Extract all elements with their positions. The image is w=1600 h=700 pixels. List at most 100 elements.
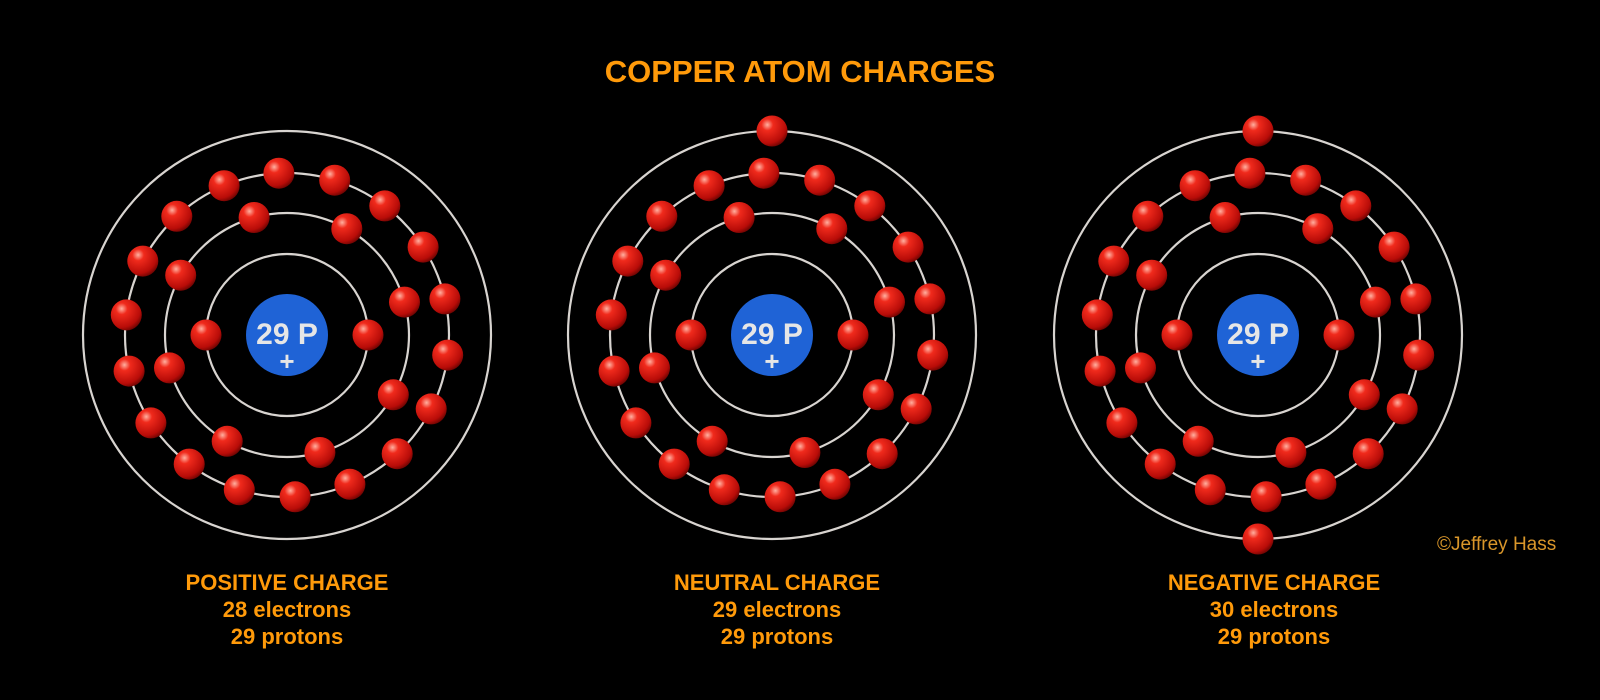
electron	[612, 245, 644, 277]
electron	[154, 352, 185, 384]
nucleus	[246, 294, 328, 376]
electron	[1352, 438, 1384, 470]
electron	[1194, 474, 1226, 506]
electron	[764, 481, 796, 513]
electron-shell-2	[163, 211, 411, 459]
electron	[1275, 437, 1307, 468]
electron	[432, 339, 464, 371]
electron	[892, 231, 924, 263]
electron	[1403, 339, 1435, 371]
electron	[381, 438, 413, 470]
charge-label: NEGATIVE CHARGE	[1167, 570, 1381, 595]
electron	[407, 231, 439, 263]
electron	[238, 202, 270, 233]
nucleus-charge-sign: +	[279, 346, 294, 376]
electron	[263, 157, 295, 189]
proton-count: 29 protons	[720, 624, 834, 649]
nucleus-label: 29 P	[256, 318, 318, 351]
proton-count: 29 protons	[1217, 624, 1331, 649]
electron	[1378, 231, 1410, 263]
electron	[1179, 170, 1211, 202]
electron	[1106, 407, 1138, 439]
nucleus-label: 29 P	[1227, 318, 1289, 351]
electron	[1242, 115, 1274, 147]
diagram-title: COPPER ATOM CHARGES	[604, 54, 996, 89]
electron	[1081, 299, 1113, 331]
atom-caption-negative: NEGATIVE CHARGE 30 electrons 29 protons	[1124, 569, 1424, 650]
electron	[900, 393, 932, 425]
electron	[1360, 286, 1391, 318]
electron	[1234, 157, 1266, 189]
electron	[1323, 319, 1355, 351]
electron	[756, 115, 788, 147]
electron	[161, 200, 193, 232]
proton-count: 29 protons	[230, 624, 344, 649]
electron	[429, 283, 461, 315]
nucleus-label: 29 P	[741, 318, 803, 351]
atom-caption-positive: POSITIVE CHARGE 28 electrons 29 protons	[137, 569, 437, 650]
electron-shell-4	[81, 129, 493, 541]
electron	[1250, 481, 1282, 513]
electron	[708, 474, 740, 506]
electron	[1348, 379, 1380, 411]
atom-positive: 29 P+	[81, 129, 493, 541]
electron	[598, 355, 630, 387]
electron	[819, 468, 851, 500]
electron	[658, 448, 690, 480]
electron-count: 28 electrons	[222, 597, 352, 622]
electron	[135, 407, 167, 439]
electron	[862, 379, 894, 411]
electron	[165, 259, 197, 291]
electron	[854, 190, 886, 222]
electron	[304, 437, 336, 468]
electron	[620, 407, 652, 439]
electron	[650, 259, 682, 291]
nucleus	[731, 294, 813, 376]
electron	[223, 474, 255, 506]
electron-shell-2	[1134, 211, 1382, 459]
electron	[352, 319, 384, 351]
electron	[389, 286, 420, 318]
electron	[1209, 202, 1241, 233]
electron	[127, 245, 159, 277]
electron	[113, 355, 145, 387]
electron	[1144, 448, 1176, 480]
electron	[1161, 319, 1193, 351]
electron-shell-2	[648, 211, 896, 459]
electron	[369, 190, 401, 222]
electron	[1125, 352, 1156, 384]
electron	[319, 164, 351, 196]
nucleus-charge-sign: +	[1250, 346, 1265, 376]
electron	[1400, 283, 1432, 315]
charge-label: POSITIVE CHARGE	[185, 570, 389, 595]
electron	[190, 319, 222, 351]
atom-negative: 29 P+	[1052, 115, 1464, 555]
copyright-notice: ©Jeffrey Hass	[1437, 534, 1557, 555]
electron	[874, 286, 905, 318]
electron	[415, 393, 447, 425]
nucleus	[1217, 294, 1299, 376]
electron	[377, 379, 409, 411]
nucleus-charge-sign: +	[764, 346, 779, 376]
electron	[696, 425, 728, 457]
electron	[1132, 200, 1164, 232]
electron	[1290, 164, 1322, 196]
electron	[1084, 355, 1116, 387]
electron-count: 30 electrons	[1209, 597, 1339, 622]
electron	[804, 164, 836, 196]
electron-count: 29 electrons	[712, 597, 842, 622]
electron	[1242, 523, 1274, 555]
charge-label: NEUTRAL CHARGE	[673, 570, 881, 595]
electron	[1098, 245, 1130, 277]
electron	[211, 425, 243, 457]
atom-caption-neutral: NEUTRAL CHARGE 29 electrons 29 protons	[627, 569, 927, 650]
electron	[1302, 213, 1334, 245]
electron	[1305, 468, 1337, 500]
electron	[789, 437, 821, 468]
electron	[748, 157, 780, 189]
electron	[675, 319, 707, 351]
electron	[1136, 259, 1168, 291]
electron	[1340, 190, 1372, 222]
electron	[723, 202, 755, 233]
electron	[639, 352, 670, 384]
